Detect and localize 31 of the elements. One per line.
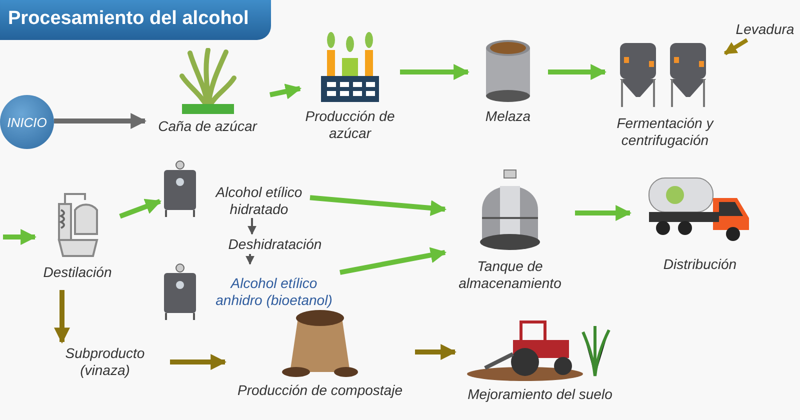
step-label: Producción de azúcar [304,108,396,142]
step-label: Producción de compostaje [238,382,402,399]
step-label: Alcohol etílico hidratado [214,184,304,218]
step-label: Melaza [485,108,531,125]
step-label: Tanque de almacenamiento [458,258,562,292]
step-label: Subproducto (vinaza) [40,342,170,382]
step-label: Deshidratación [215,234,335,254]
title-banner: Procesamiento del alcohol [0,0,271,40]
arrow [246,254,254,265]
arrow [340,247,447,275]
arrow [269,84,302,100]
step-label: Distribución [663,256,737,273]
arrow [415,344,457,360]
arrow [310,195,447,216]
arrow [170,354,227,370]
arrow [3,229,37,245]
arrow [724,38,748,56]
step-label: Mejoramiento del suelo [468,386,612,403]
arrow [548,64,607,80]
arrow [54,113,147,129]
arrow [248,218,256,235]
step-label: Caña de azúcar [158,118,257,135]
step-label: Alcohol etílico anhidro (bioetanol) [214,275,334,309]
arrow [400,64,470,80]
arrow [119,198,162,219]
arrow [54,290,70,344]
step-label: Levadura [730,18,800,40]
arrow [575,205,632,221]
step-label: Destilación [43,264,112,281]
step-label: Fermentación y centrifugación [616,115,715,149]
start-circle: INICIO [0,95,54,149]
